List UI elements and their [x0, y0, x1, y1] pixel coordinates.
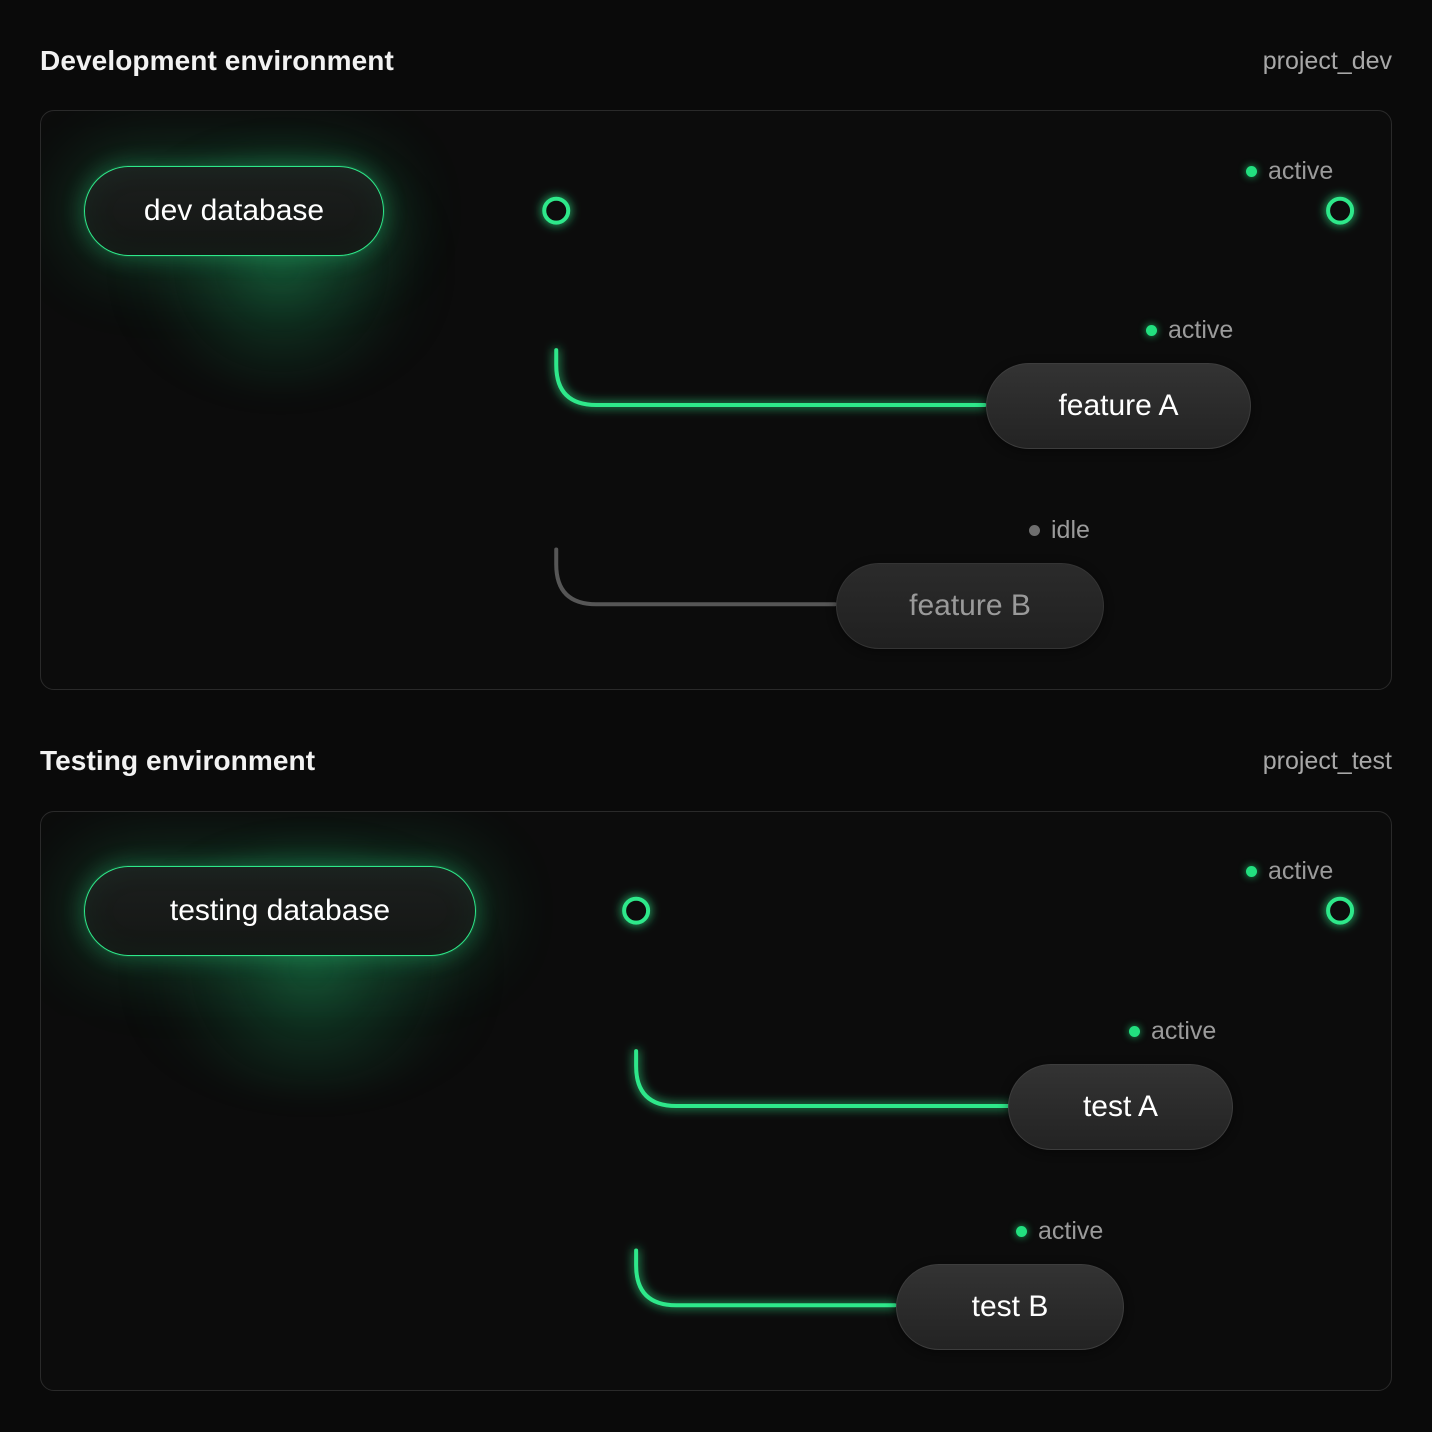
node-test-a[interactable]: test A: [1008, 1064, 1233, 1150]
status-badge-test-b: active: [1016, 1219, 1103, 1244]
panel-development: dev database active active feature A idl…: [40, 110, 1392, 690]
status-label: active: [1151, 1017, 1217, 1045]
page-title-testing: Testing environment: [40, 745, 316, 776]
node-label-dev-database: dev database: [143, 194, 325, 227]
node-label-testing-database: testing database: [169, 894, 391, 927]
node-label-feature-a: feature A: [1058, 389, 1179, 422]
panel-testing: testing database active active test A ac…: [40, 811, 1392, 1391]
status-label: active: [1168, 316, 1234, 344]
edge-to-feature-a: [554, 348, 987, 407]
section-header-development: Development environment project_dev: [40, 38, 1392, 84]
status-dot-icon: [1129, 1026, 1140, 1037]
status-badge-feature-b: idle: [1029, 518, 1090, 543]
node-testing-database[interactable]: testing database: [84, 866, 476, 956]
edge-to-feature-b: [554, 547, 837, 607]
node-label-test-a: test A: [1082, 1090, 1159, 1123]
status-badge-feature-a: active: [1146, 318, 1233, 343]
connector-canvas-development: [41, 111, 1391, 689]
status-dot-icon: [1146, 325, 1157, 336]
status-dot-icon: [1016, 1226, 1027, 1237]
status-label: active: [1038, 1217, 1104, 1245]
endpoint-node-development: [1326, 196, 1355, 225]
project-name-development: project_dev: [1262, 46, 1392, 75]
node-test-b[interactable]: test B: [896, 1264, 1124, 1350]
project-name-testing: project_test: [1262, 746, 1392, 775]
status-badge-trunk-testing: active: [1246, 859, 1333, 884]
junction-node-development: [542, 196, 571, 225]
node-label-test-b: test B: [971, 1290, 1049, 1323]
page-title-development: Development environment: [40, 45, 394, 76]
status-badge-trunk-development: active: [1246, 159, 1333, 184]
status-dot-icon: [1246, 166, 1257, 177]
node-label-feature-b: feature B: [909, 589, 1031, 622]
status-label: active: [1268, 157, 1334, 185]
status-badge-test-a: active: [1129, 1019, 1216, 1044]
status-dot-icon: [1246, 866, 1257, 877]
node-feature-a[interactable]: feature A: [986, 363, 1251, 449]
status-label: idle: [1051, 516, 1090, 544]
section-header-testing: Testing environment project_test: [40, 738, 1392, 784]
status-dot-icon: [1029, 525, 1040, 536]
endpoint-node-testing: [1326, 896, 1355, 925]
edge-to-test-a: [634, 1049, 1012, 1108]
status-label: active: [1268, 857, 1334, 885]
edge-to-test-b: [634, 1248, 897, 1308]
connector-canvas-testing: [41, 812, 1391, 1390]
node-dev-database[interactable]: dev database: [84, 166, 384, 256]
junction-node-testing: [622, 896, 651, 925]
node-feature-b[interactable]: feature B: [836, 563, 1104, 649]
